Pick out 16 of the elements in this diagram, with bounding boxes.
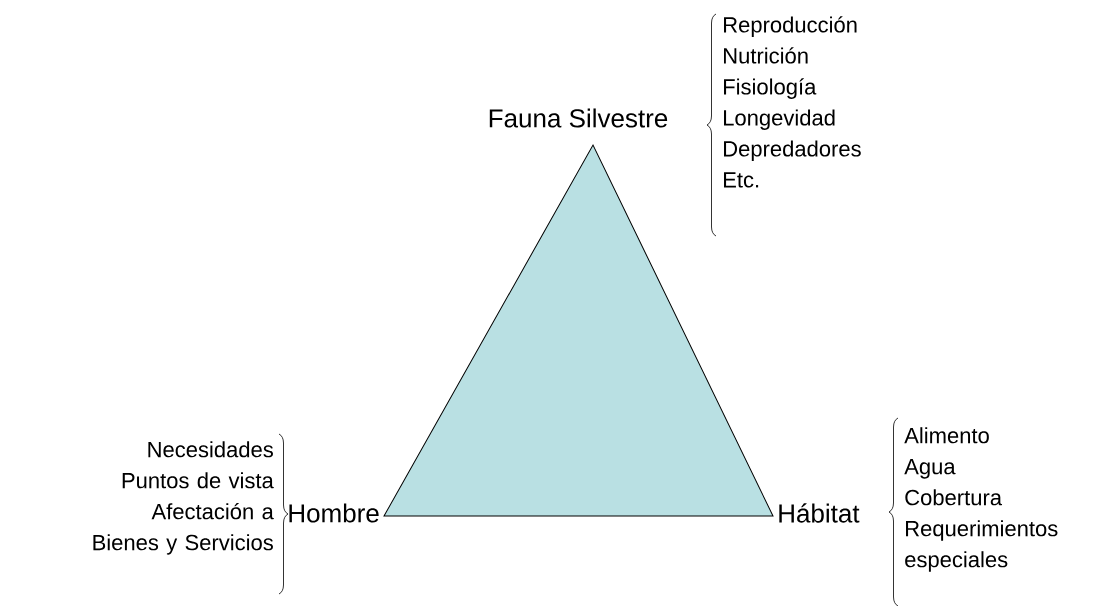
list-item: Requerimientos especiales: [905, 520, 1058, 572]
list-item: Alimento: [904, 427, 989, 444]
list-item: Agua: [904, 459, 956, 479]
list-item: Longevidad: [724, 109, 835, 130]
list-item: Depredadores: [724, 140, 861, 161]
list-item: Necesidades: [148, 441, 273, 458]
list-item: Cobertura: [905, 489, 1002, 506]
list-item: Puntos de vista: [122, 472, 274, 489]
list-item: Fisiología: [724, 78, 817, 99]
list-item: Nutrición: [724, 47, 808, 64]
list-item: Etc.: [724, 172, 759, 188]
list-item: Afectación a Bienes y Servicios: [93, 502, 274, 555]
vertex-label: Hábitat: [779, 503, 860, 523]
vertex-label: Fauna Silvestre: [489, 108, 668, 128]
list-item: Reproducción: [724, 16, 857, 37]
vertex-label: Hombre: [289, 503, 379, 523]
